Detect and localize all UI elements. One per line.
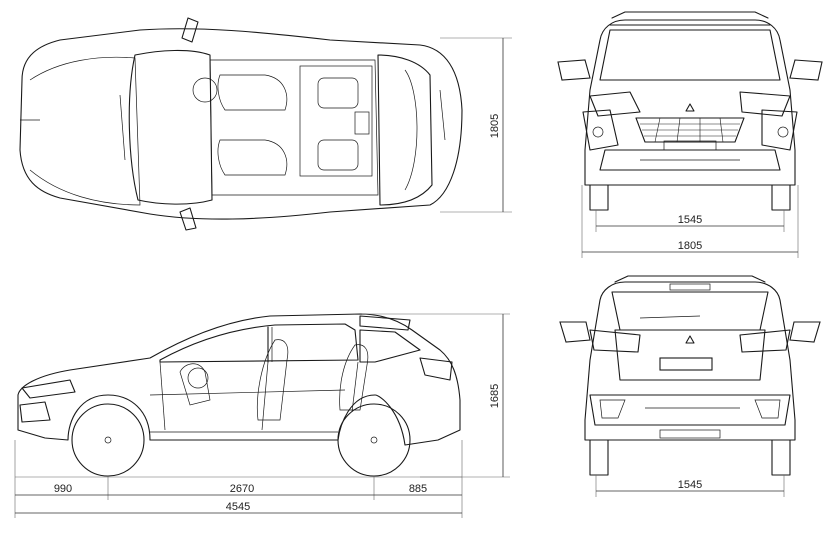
top-width-label: 1805 (489, 114, 501, 138)
dimension-front-width: 1805 (581, 185, 799, 258)
dimension-side-lengths: 990 2670 885 4545 (14, 440, 463, 518)
wheelbase-label: 2670 (230, 483, 254, 495)
rear-view (559, 275, 821, 476)
front-track-label: 1545 (678, 214, 702, 226)
overall-length-label: 4545 (226, 501, 250, 513)
dimension-front-track: 1545 (595, 210, 785, 232)
front-overhang-label: 990 (54, 483, 72, 495)
rear-track-label: 1545 (678, 479, 702, 491)
front-view (557, 11, 823, 211)
side-view (15, 313, 462, 478)
dimension-top-width: 1805 (440, 37, 512, 213)
front-width-label: 1805 (678, 240, 702, 252)
dimension-rear-track: 1545 (595, 475, 785, 497)
dimension-side-height: 1685 (362, 313, 510, 478)
top-view (19, 17, 463, 231)
rear-overhang-label: 885 (409, 483, 427, 495)
side-height-label: 1685 (489, 384, 501, 408)
